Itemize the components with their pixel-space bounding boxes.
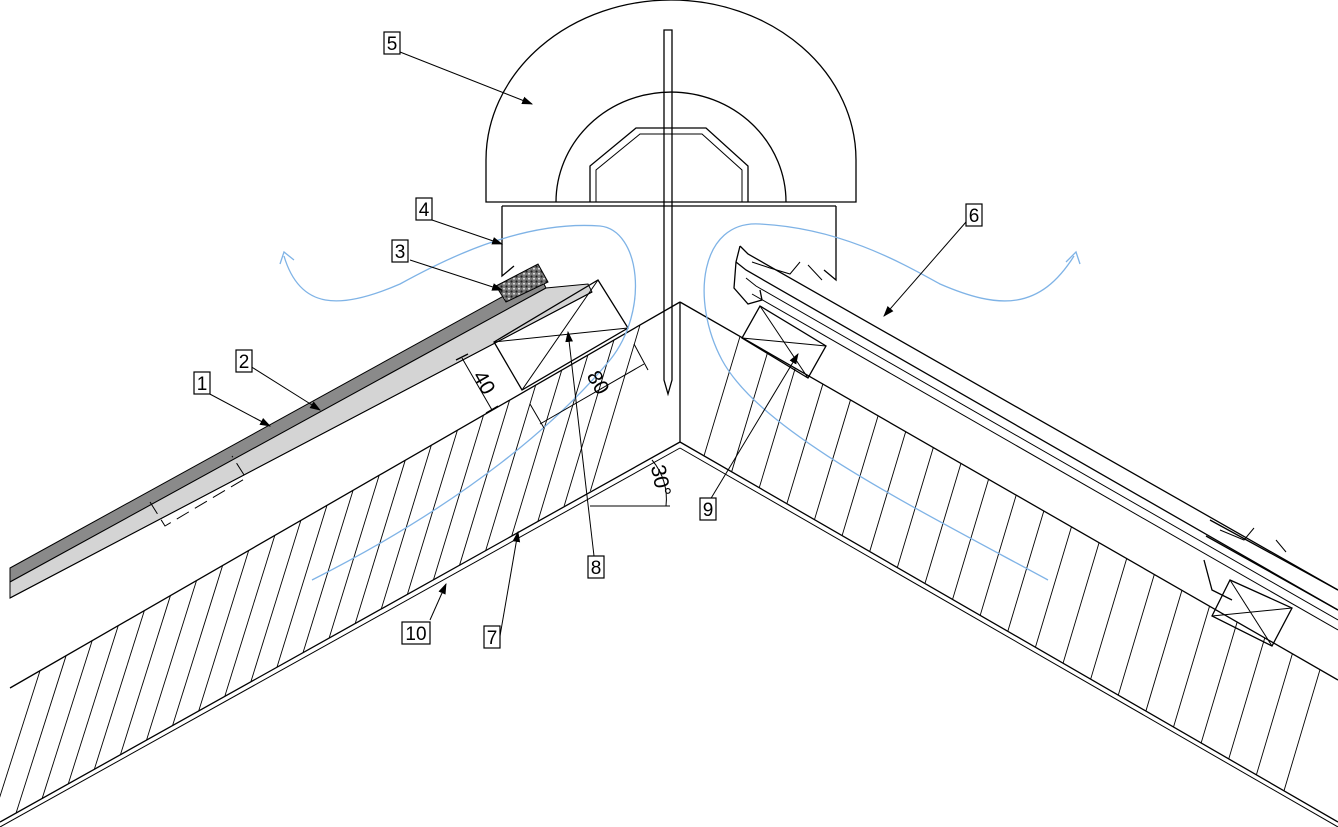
ridge-bracket [501, 205, 837, 282]
hatch-line [952, 479, 990, 600]
hatch-line [354, 460, 406, 624]
hatch-line [758, 368, 796, 488]
hatch-line [1117, 574, 1155, 696]
callout-8: 8 [587, 555, 605, 579]
hatch-line [328, 475, 380, 639]
left-roof-covering [9, 275, 593, 599]
hatch-line [537, 354, 589, 522]
right-roof-tiles [733, 245, 1338, 631]
callout-4: 4 [415, 197, 433, 221]
left-rafter-hatching [0, 324, 641, 827]
ventilation-airflow [279, 223, 1081, 581]
hatch-line [731, 352, 769, 472]
callout-label: 8 [591, 558, 602, 579]
hatch-line [146, 580, 197, 741]
hatch-line [786, 383, 824, 504]
hatch-line [459, 400, 510, 566]
hatch-line [1090, 558, 1128, 680]
callout-label: 10 [405, 624, 426, 645]
dimension-label-40: 40 [468, 367, 500, 399]
hatch-line [406, 430, 458, 595]
hatch-line [41, 640, 93, 799]
hatch-line [67, 625, 119, 784]
callout-label: 7 [487, 628, 498, 649]
hatch-line [1034, 526, 1072, 648]
dimension-label-30: 30° [646, 463, 675, 499]
callout-9: 9 [699, 497, 717, 521]
hatch-line [1062, 542, 1100, 664]
callout-label: 9 [703, 500, 714, 521]
callout-label: 3 [395, 242, 406, 263]
callout-label: 5 [387, 34, 398, 55]
callout-6: 6 [965, 203, 983, 227]
leader-lines [205, 51, 967, 637]
hatch-line [703, 336, 741, 456]
hatch-line [1228, 637, 1266, 760]
callout-1: 1 [193, 371, 211, 395]
callout-label: 1 [197, 374, 208, 395]
dimension-40: 40 [455, 353, 500, 414]
right-rafter [679, 301, 1338, 827]
hatch-line [1283, 669, 1321, 791]
ridge-cap [485, 0, 857, 203]
hatch-line [979, 495, 1017, 616]
hatch-line [511, 370, 563, 537]
callout-3: 3 [391, 239, 409, 263]
hatch-line [1173, 606, 1210, 728]
callout-5: 5 [383, 31, 401, 55]
hatch-line [276, 505, 328, 668]
callout-label: 6 [969, 206, 980, 227]
hatch-line [1145, 590, 1183, 712]
hatch-line [563, 339, 615, 508]
left-rafter [0, 301, 681, 827]
hatch-line [1200, 621, 1238, 744]
callout-label: 4 [419, 200, 430, 221]
gravel-seal-strip [495, 263, 549, 303]
right-rafter-hatching [703, 336, 1321, 791]
callout-2: 2 [235, 349, 253, 373]
ridge-nail [663, 29, 673, 397]
hatch-line [433, 415, 484, 580]
hatch-line [224, 535, 276, 697]
hatch-line [485, 385, 537, 551]
hatch-line [93, 610, 145, 770]
hatch-line [172, 565, 224, 726]
hatch-line [1255, 653, 1293, 775]
right-lower-batten [1211, 579, 1293, 647]
right-ridge-batten [741, 305, 827, 379]
hatch-line [1007, 510, 1045, 632]
hatch-line [869, 431, 907, 552]
callout-10: 10 [401, 621, 431, 645]
hatch-line [589, 324, 641, 493]
hatch-line [198, 550, 250, 712]
hatch-line [250, 520, 302, 682]
hatch-line [120, 595, 171, 755]
callout-label: 2 [239, 352, 250, 373]
hatch-line [15, 655, 67, 814]
hatch-line [0, 670, 41, 827]
callout-7: 7 [483, 625, 501, 649]
